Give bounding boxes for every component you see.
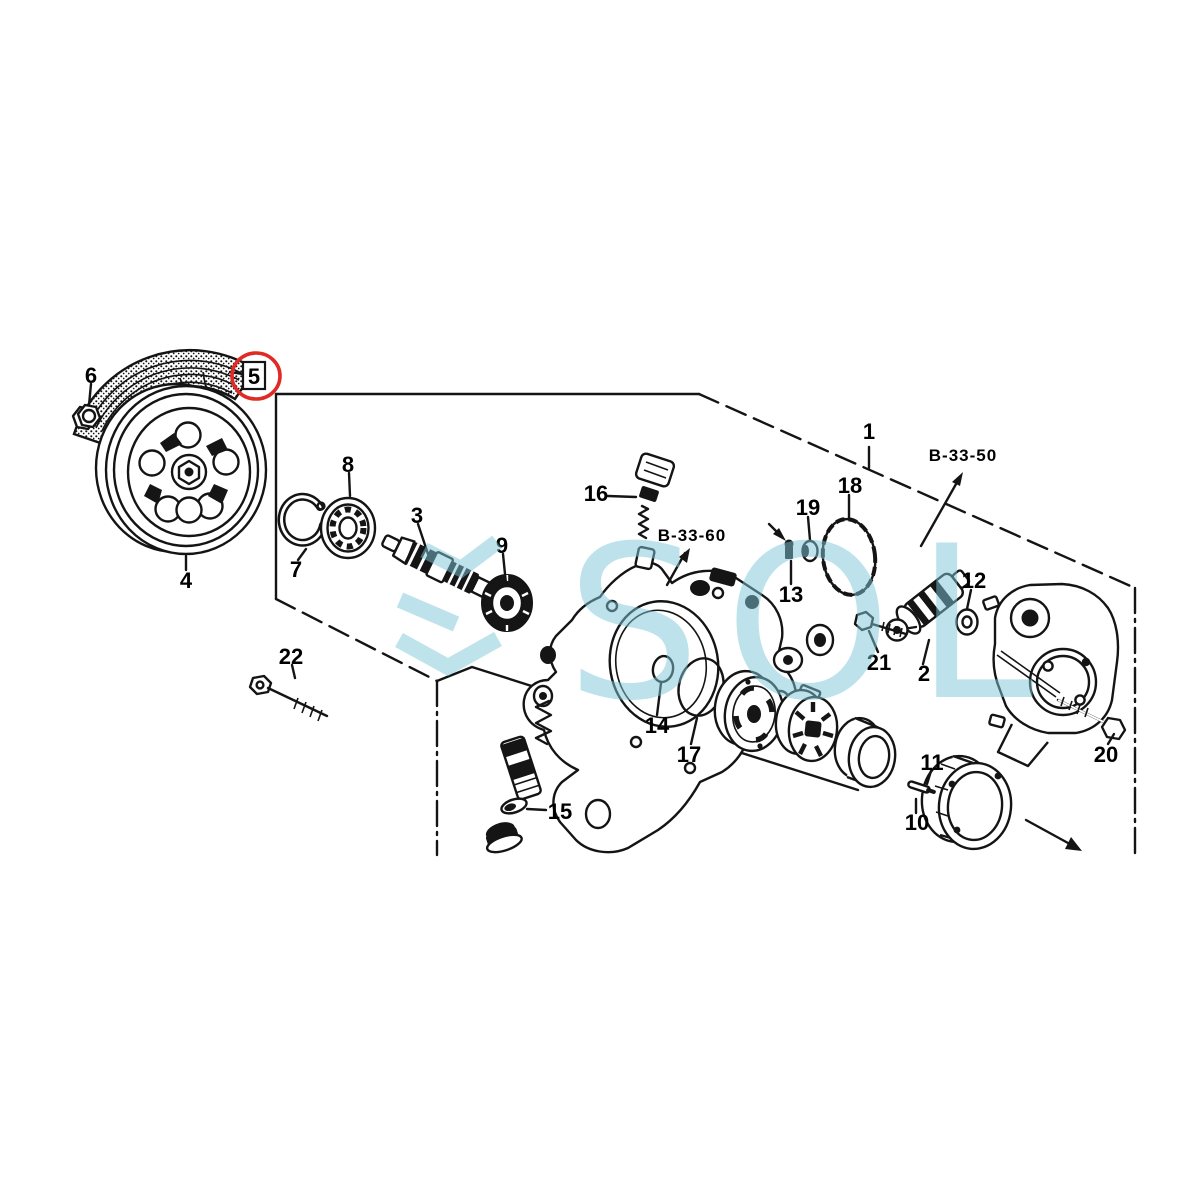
callout-1: 1 (863, 419, 875, 444)
callout-17: 17 (677, 742, 701, 767)
callout-11: 11 (920, 750, 943, 775)
cam-ring (920, 754, 1013, 851)
callout-18: 18 (838, 473, 862, 498)
callout-labels: 1 2 3 4 6 7 8 9 10 11 12 13 14 15 16 17 … (85, 363, 1118, 835)
watermark-chevron-bottom (395, 632, 502, 677)
control-valve-stack (485, 699, 553, 854)
watermark-bar (396, 592, 460, 632)
shaft-nut (71, 403, 102, 431)
bolt-13 (767, 522, 794, 559)
callout-8: 8 (342, 452, 354, 477)
callout-4: 4 (180, 568, 193, 593)
watermark-text: SOL (566, 500, 1058, 747)
bearing (319, 496, 377, 560)
reference-arrows (665, 472, 963, 587)
callout-21: 21 (867, 650, 891, 675)
callout-12: 12 (962, 568, 986, 593)
callout-20: 20 (1094, 742, 1118, 767)
drive-gear (481, 574, 533, 632)
reference-label-b-33-50: B-33-50 (929, 446, 997, 465)
callout-16: 16 (584, 481, 608, 506)
bolt-21 (853, 610, 908, 638)
callout-19: 19 (796, 495, 820, 520)
callout-15: 15 (548, 799, 572, 824)
rotor (774, 683, 839, 763)
o-ring-18 (820, 517, 878, 597)
watermark: SOL (395, 500, 1058, 747)
o-ring-14 (651, 654, 675, 684)
pulley (94, 382, 268, 556)
bolt-20 (996, 650, 1127, 741)
callout-7: 7 (290, 557, 302, 582)
rear-cover (982, 582, 1120, 768)
highlighted-callout-5: 5 (230, 351, 282, 401)
port-plate (713, 669, 785, 753)
pulley-web-holes (138, 421, 240, 524)
callout-22: 22 (279, 644, 303, 669)
callout-14: 14 (645, 713, 670, 738)
pump-housing (522, 545, 835, 854)
leader-lines (87, 370, 1116, 815)
callout-3: 3 (411, 503, 423, 528)
callout-9: 9 (496, 533, 508, 558)
bolt-22 (248, 674, 329, 722)
sealing-bolt-16 (634, 452, 676, 540)
callout-5: 5 (248, 364, 260, 389)
watermark-chevron-top (420, 535, 502, 579)
callout-2: 2 (918, 661, 930, 686)
highlight-circle (230, 351, 282, 401)
callout-6: 6 (85, 363, 97, 388)
callout-13: 13 (779, 582, 803, 607)
snap-ring (277, 492, 329, 547)
callout-10: 10 (905, 810, 929, 835)
reference-label-b-33-60: B-33-60 (658, 526, 726, 545)
dowel-pin (907, 780, 936, 794)
assembly-direction-arrow (1024, 818, 1082, 851)
bushing (833, 716, 897, 789)
